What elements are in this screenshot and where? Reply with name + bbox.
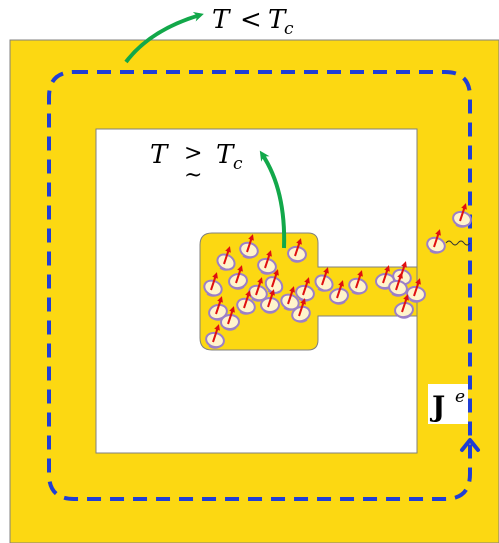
outer-transition-arrow — [124, 11, 204, 64]
label-inner-Tc: T — [216, 140, 235, 170]
quasiparticle — [348, 270, 368, 295]
current-label-bg — [428, 384, 468, 424]
label-outer-sub: c — [284, 19, 294, 39]
quasiparticle — [236, 290, 256, 315]
label-outer-T: T — [212, 5, 231, 35]
quasiparticle — [452, 203, 472, 228]
quasiparticle-group — [203, 203, 472, 349]
quasiparticle — [239, 234, 259, 259]
quasiparticle — [257, 250, 277, 275]
label-inner-sub: c — [233, 154, 243, 174]
label-inner-gt: > — [184, 141, 202, 166]
quasiparticle — [203, 272, 223, 297]
quasiparticle — [329, 280, 349, 305]
quasiparticle — [287, 238, 307, 263]
quasiparticle — [291, 298, 311, 323]
quasiparticle — [248, 277, 268, 302]
quasiparticle — [260, 289, 280, 314]
label-current-J: J — [429, 390, 445, 423]
inner-transition-arrow — [259, 150, 287, 249]
quasiparticle — [205, 324, 225, 349]
quasiparticle — [220, 306, 240, 331]
label-outer-lt: < — [240, 5, 262, 35]
quasiparticle — [388, 272, 408, 297]
quasiparticle — [314, 267, 334, 292]
quasiparticle — [228, 265, 248, 290]
current-direction-chevron — [460, 438, 480, 452]
label-outer-Tc: T — [268, 5, 287, 35]
label-inner-sim: ~ — [184, 163, 202, 188]
quasiparticle — [394, 294, 414, 319]
quasiparticle — [426, 229, 446, 254]
label-inner-T: T — [150, 140, 169, 170]
superconducting-ring — [9, 39, 499, 543]
escaping-wavy-line — [445, 240, 471, 246]
quasiparticle — [406, 278, 426, 303]
current-loop-dashed — [47, 70, 472, 501]
quasiparticle — [216, 246, 236, 271]
label-current-e: e — [455, 387, 465, 407]
quasiparticle — [280, 286, 300, 311]
